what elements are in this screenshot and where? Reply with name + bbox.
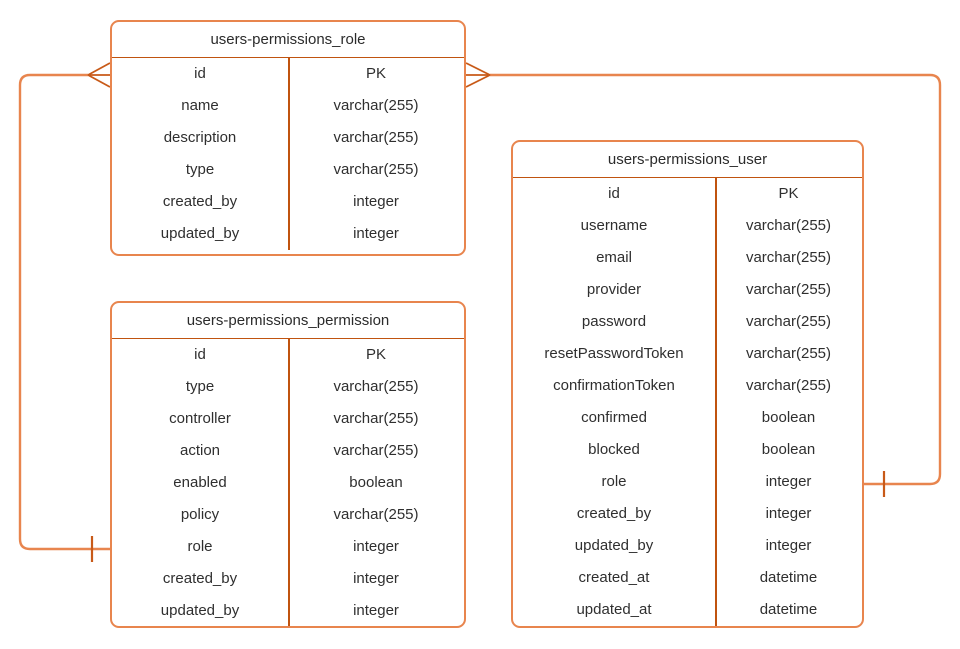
field-type-cell: varchar(255) xyxy=(745,377,832,394)
field-type-cell: PK xyxy=(365,346,386,363)
field-type-cell: integer xyxy=(353,602,399,619)
crowsfoot-many-role-left xyxy=(87,62,111,88)
field-name-cell: name xyxy=(181,97,219,114)
field-name-cell: created_at xyxy=(578,569,650,586)
field-name-cell: confirmed xyxy=(581,409,647,426)
entity-body-role: id name description type created_by upda… xyxy=(112,58,464,250)
field-name-column-role: id name description type created_by upda… xyxy=(112,58,288,250)
field-type-cell: integer xyxy=(353,225,399,242)
field-type-cell: integer xyxy=(765,505,812,522)
field-type-cell: integer xyxy=(353,538,399,555)
field-type-cell: varchar(255) xyxy=(333,97,419,114)
field-name-column-user: id username email provider password rese… xyxy=(513,178,715,626)
column-divider-user xyxy=(715,178,717,626)
field-name-cell: controller xyxy=(169,410,231,427)
field-name-cell: id xyxy=(194,65,206,82)
field-name-cell: role xyxy=(601,473,627,490)
field-name-cell: provider xyxy=(586,281,642,298)
field-type-column-user: PK varchar(255) varchar(255) varchar(255… xyxy=(715,178,862,626)
field-name-cell: password xyxy=(581,313,647,330)
column-divider-role xyxy=(288,58,290,250)
field-type-cell: varchar(255) xyxy=(333,378,419,395)
field-name-cell: created_by xyxy=(162,193,238,210)
field-name-cell: type xyxy=(185,161,215,178)
entity-title-users-permissions-role: users-permissions_role xyxy=(112,22,464,58)
entity-table-users-permissions-user[interactable]: users-permissions_user id username email… xyxy=(511,140,864,628)
field-name-cell: updated_by xyxy=(160,225,240,242)
field-name-cell: email xyxy=(596,249,632,266)
field-name-cell: id xyxy=(194,346,206,363)
field-type-cell: varchar(255) xyxy=(745,281,832,298)
field-name-cell: resetPasswordToken xyxy=(544,345,684,362)
field-type-cell: integer xyxy=(765,537,812,554)
field-type-column-permission: PK varchar(255) varchar(255) varchar(255… xyxy=(288,339,464,626)
field-type-cell: PK xyxy=(365,65,386,82)
field-name-cell: updated_by xyxy=(574,537,654,554)
field-type-cell: boolean xyxy=(761,441,816,458)
entity-title-users-permissions-permission: users-permissions_permission xyxy=(112,303,464,339)
field-type-cell: integer xyxy=(353,193,399,210)
field-type-cell: varchar(255) xyxy=(333,129,419,146)
field-type-cell: varchar(255) xyxy=(333,410,419,427)
field-name-cell: action xyxy=(179,442,221,459)
field-name-cell: created_by xyxy=(576,505,652,522)
relationship-permission-role xyxy=(18,62,111,562)
entity-body-permission: id type controller action enabled policy… xyxy=(112,339,464,626)
field-name-cell: updated_at xyxy=(576,601,652,618)
field-name-cell: enabled xyxy=(173,474,227,491)
field-type-cell: PK xyxy=(778,185,799,202)
entity-title-users-permissions-user: users-permissions_user xyxy=(513,142,862,178)
field-name-cell: confirmationToken xyxy=(553,377,675,394)
field-name-cell: created_by xyxy=(162,570,238,587)
field-type-cell: varchar(255) xyxy=(333,161,419,178)
field-type-column-role: PK varchar(255) varchar(255) varchar(255… xyxy=(288,58,464,250)
entity-table-users-permissions-role[interactable]: users-permissions_role id name descripti… xyxy=(110,20,466,256)
field-type-cell: datetime xyxy=(759,569,818,586)
field-name-cell: updated_by xyxy=(160,602,240,619)
field-name-cell: blocked xyxy=(588,441,640,458)
field-name-cell: username xyxy=(580,217,648,234)
field-name-cell: role xyxy=(187,538,213,555)
field-name-cell: id xyxy=(608,185,620,202)
field-type-cell: integer xyxy=(353,570,399,587)
field-type-cell: integer xyxy=(765,473,812,490)
entity-body-user: id username email provider password rese… xyxy=(513,178,862,626)
column-divider-permission xyxy=(288,339,290,626)
field-type-cell: varchar(255) xyxy=(333,442,419,459)
field-type-cell: varchar(255) xyxy=(333,506,419,523)
field-name-cell: policy xyxy=(180,506,220,523)
field-type-cell: datetime xyxy=(759,601,818,618)
field-type-cell: varchar(255) xyxy=(745,249,832,266)
field-name-column-permission: id type controller action enabled policy… xyxy=(112,339,288,626)
field-type-cell: boolean xyxy=(349,474,403,491)
entity-table-users-permissions-permission[interactable]: users-permissions_permission id type con… xyxy=(110,301,466,628)
field-type-cell: varchar(255) xyxy=(745,313,832,330)
field-type-cell: varchar(255) xyxy=(745,217,832,234)
field-name-cell: type xyxy=(185,378,215,395)
field-type-cell: varchar(255) xyxy=(745,345,832,362)
field-type-cell: boolean xyxy=(761,409,816,426)
field-name-cell: description xyxy=(163,129,237,146)
crowsfoot-many-role-right xyxy=(465,62,491,88)
